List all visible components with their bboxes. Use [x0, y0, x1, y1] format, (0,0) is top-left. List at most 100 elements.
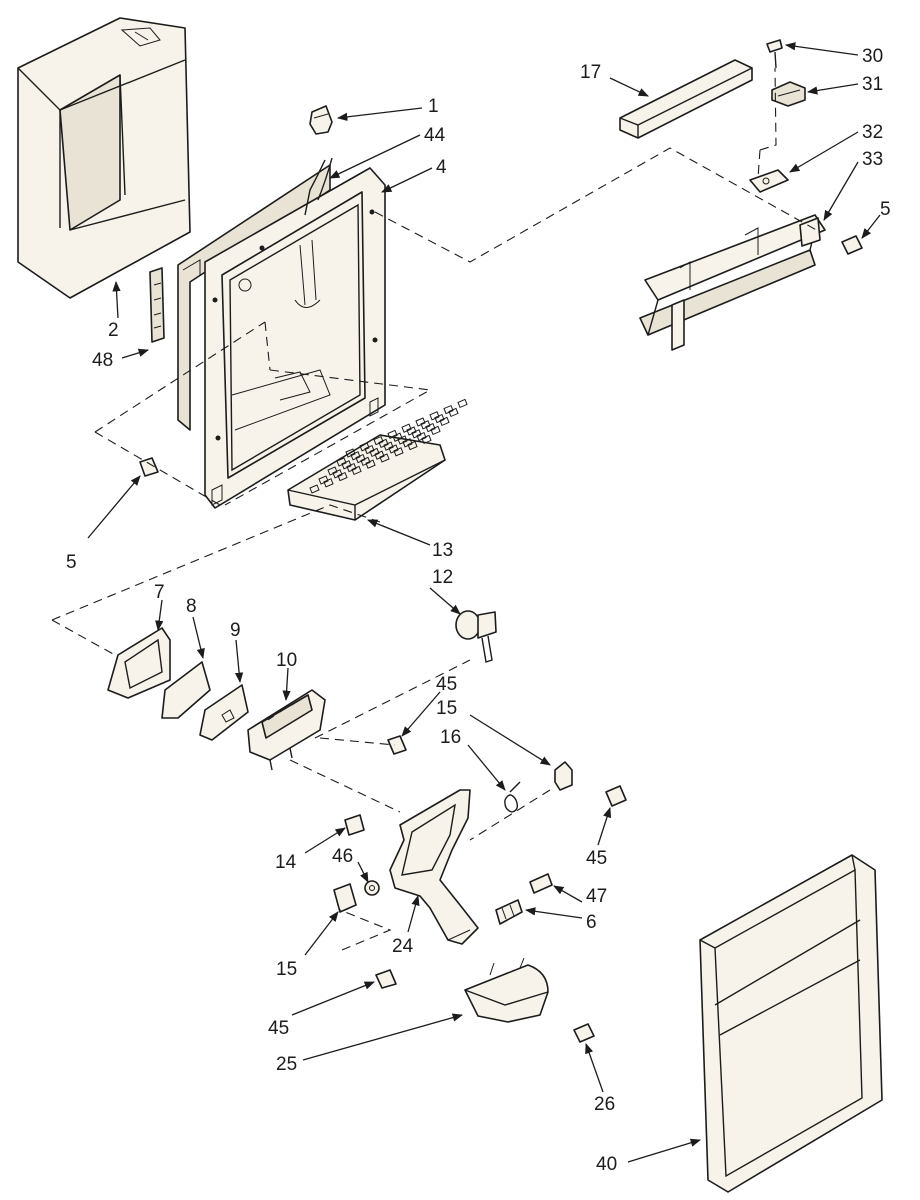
- grille-hole: [350, 451, 361, 461]
- grille-hole: [327, 466, 338, 476]
- grille-hole: [439, 416, 450, 427]
- grille-hole: [425, 422, 436, 433]
- grille-hole: [345, 448, 356, 458]
- grille-hole: [407, 440, 418, 451]
- grille-hole: [341, 460, 352, 470]
- callout-44: 44: [424, 125, 446, 146]
- callout-30: 30: [862, 46, 883, 67]
- callout-45-b: 45: [586, 848, 607, 869]
- callout-2: 2: [108, 320, 119, 341]
- grille-hole: [318, 475, 329, 485]
- grille-hole: [397, 435, 408, 445]
- grille-hole: [401, 423, 412, 433]
- callout-48: 48: [92, 350, 113, 371]
- part-48-foam-strip: [149, 267, 165, 343]
- part-33-mounting-rail: [639, 214, 826, 351]
- grille-hole: [421, 434, 432, 445]
- callout-33: 33: [862, 149, 883, 170]
- part-16-spring: [504, 781, 521, 813]
- part-10-switch-bracket: [247, 689, 326, 771]
- part-6-pad: [495, 899, 523, 925]
- grille-hole: [346, 462, 357, 473]
- callout-24: 24: [392, 936, 414, 957]
- part-7-gasket: [107, 627, 171, 699]
- part-12-solenoid: [455, 610, 497, 663]
- callout-16: 16: [440, 727, 461, 748]
- callout-26: 26: [594, 1094, 615, 1115]
- callout-8: 8: [186, 596, 197, 617]
- grille-hole: [387, 429, 398, 440]
- grille-hole: [359, 442, 370, 452]
- assembly-dashed-lines: [51, 67, 821, 951]
- grille-hole: [448, 407, 459, 418]
- grille-hole: [351, 465, 362, 476]
- callout-labels: 1 44 4 2 48 5 17 30 31 32 33 5 13 12 7 8…: [66, 46, 891, 1175]
- grille-hole: [378, 438, 389, 449]
- part-30-screw: [766, 39, 783, 69]
- part-2-housing: [17, 17, 191, 299]
- grille-hole: [332, 469, 343, 479]
- grille-hole: [336, 457, 347, 467]
- part-8-shield: [161, 661, 211, 719]
- callout-13: 13: [432, 540, 453, 561]
- callout-45-a: 45: [436, 674, 457, 695]
- part-17-trim-channel: [619, 59, 753, 139]
- part-47-pad: [529, 873, 553, 894]
- part-9-actuator-plate: [199, 684, 249, 741]
- grille-hole: [434, 413, 445, 424]
- callout-14: 14: [275, 852, 297, 873]
- grille-hole: [309, 484, 320, 494]
- grille-hole: [383, 441, 394, 451]
- part-13-grille: [287, 398, 468, 521]
- part-14-bushing: [344, 814, 365, 836]
- part-15-hinge-upper: [554, 761, 573, 791]
- grille-hole: [360, 456, 371, 467]
- grille-hole: [393, 447, 404, 457]
- grille-hole: [365, 459, 376, 469]
- callout-46: 46: [332, 846, 353, 867]
- grille-hole: [415, 417, 426, 427]
- callout-7: 7: [154, 582, 165, 603]
- callout-9: 9: [230, 620, 241, 641]
- callout-31: 31: [862, 74, 883, 95]
- part-24-lever-arm: [389, 789, 479, 945]
- grille-hole: [443, 404, 454, 415]
- grille-hole: [406, 426, 417, 436]
- grille-hole: [429, 411, 440, 421]
- part-45-screw-b: [605, 785, 627, 807]
- part-4-dispenser-frame: [177, 164, 386, 509]
- grille-hole: [373, 435, 384, 446]
- part-44-wire-harness: [304, 157, 333, 216]
- callout-5-left: 5: [66, 552, 77, 573]
- grille-hole: [430, 425, 441, 436]
- callout-10: 10: [276, 650, 297, 671]
- part-1-wire-connector: [309, 105, 333, 135]
- part-5-screw-right: [841, 235, 863, 255]
- grille-hole: [369, 447, 380, 458]
- part-32-bracket-plate: [749, 169, 789, 193]
- callout-45-c: 45: [268, 1018, 289, 1039]
- part-45-screw-c: [375, 969, 397, 989]
- grille-hole: [323, 478, 334, 488]
- part-5-screw-left: [139, 457, 159, 477]
- grille-hole: [392, 432, 403, 442]
- grille-hole: [420, 420, 431, 430]
- part-46-washer: [364, 880, 380, 896]
- part-31-clip: [771, 81, 806, 107]
- grille-hole: [416, 431, 427, 442]
- grille-hole: [337, 471, 348, 482]
- grille-hole: [379, 453, 390, 463]
- callout-4: 4: [436, 157, 447, 178]
- grille-hole: [411, 429, 422, 439]
- callout-1: 1: [428, 96, 439, 117]
- grille-hole: [355, 453, 366, 464]
- grille-hole: [364, 444, 375, 455]
- callout-5-right: 5: [880, 199, 891, 220]
- part-40-door-panel: [699, 854, 883, 1193]
- callout-17: 17: [580, 62, 601, 83]
- callout-25: 25: [276, 1054, 297, 1075]
- callout-6: 6: [586, 912, 597, 933]
- callout-15-lower: 15: [276, 959, 297, 980]
- grille-hole: [457, 398, 468, 409]
